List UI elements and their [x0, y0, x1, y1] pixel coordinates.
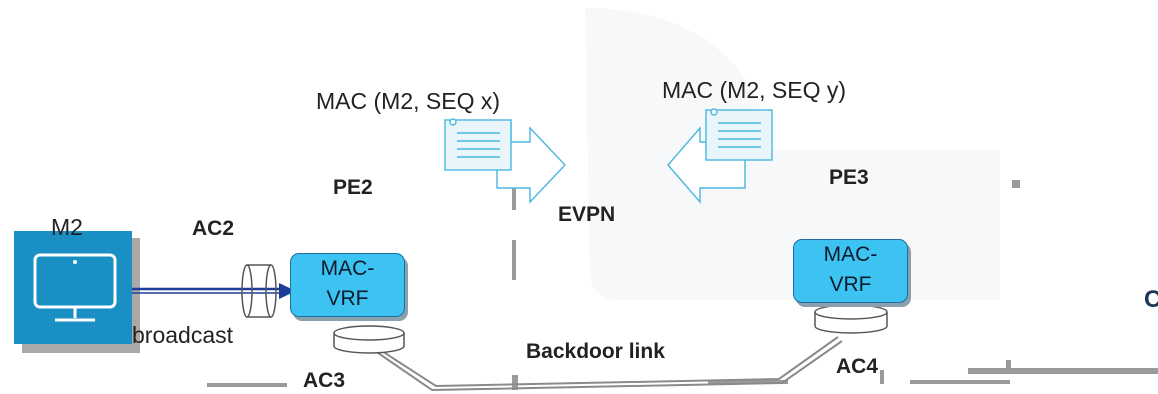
host-m2-icon — [14, 231, 140, 353]
pe2-mac-vrf-line2: VRF — [326, 287, 369, 310]
broadcast-label: broadcast — [132, 322, 234, 348]
backdoor-link-line — [364, 336, 843, 392]
ac2-label: AC2 — [192, 217, 235, 240]
ac3-port — [333, 325, 405, 354]
separator-lines — [207, 180, 1158, 390]
background-cloud — [585, 8, 1000, 300]
pe3-label: PE3 — [829, 166, 869, 189]
evpn-label: EVPN — [558, 203, 616, 226]
ac2-connector — [241, 264, 277, 318]
mac-advert-left-icon — [444, 118, 566, 204]
backdoor-link-label: Backdoor link — [526, 340, 665, 363]
pe2-mac-vrf-line1: MAC- — [320, 257, 375, 280]
ac4-port — [814, 304, 888, 334]
pe3-mac-vrf-line1: MAC- — [823, 243, 878, 266]
mac-seq-y-label: MAC (M2, SEQ y) — [662, 77, 847, 103]
pe3-mac-vrf-box: MAC- VRF — [793, 239, 908, 303]
broadcast-arrow — [132, 283, 296, 299]
pe2-label: PE2 — [333, 176, 373, 199]
mac-advert-right-icon — [667, 108, 773, 204]
pe3-mac-vrf-line2: VRF — [829, 273, 872, 296]
pe2-mac-vrf-box: MAC- VRF — [290, 253, 405, 317]
ac4-label: AC4 — [836, 355, 879, 378]
ac3-label: AC3 — [303, 369, 346, 392]
mac-seq-x-label: MAC (M2, SEQ x) — [316, 88, 501, 114]
host-label: M2 — [51, 214, 83, 240]
cropped-text-fragment: C — [1144, 286, 1158, 313]
